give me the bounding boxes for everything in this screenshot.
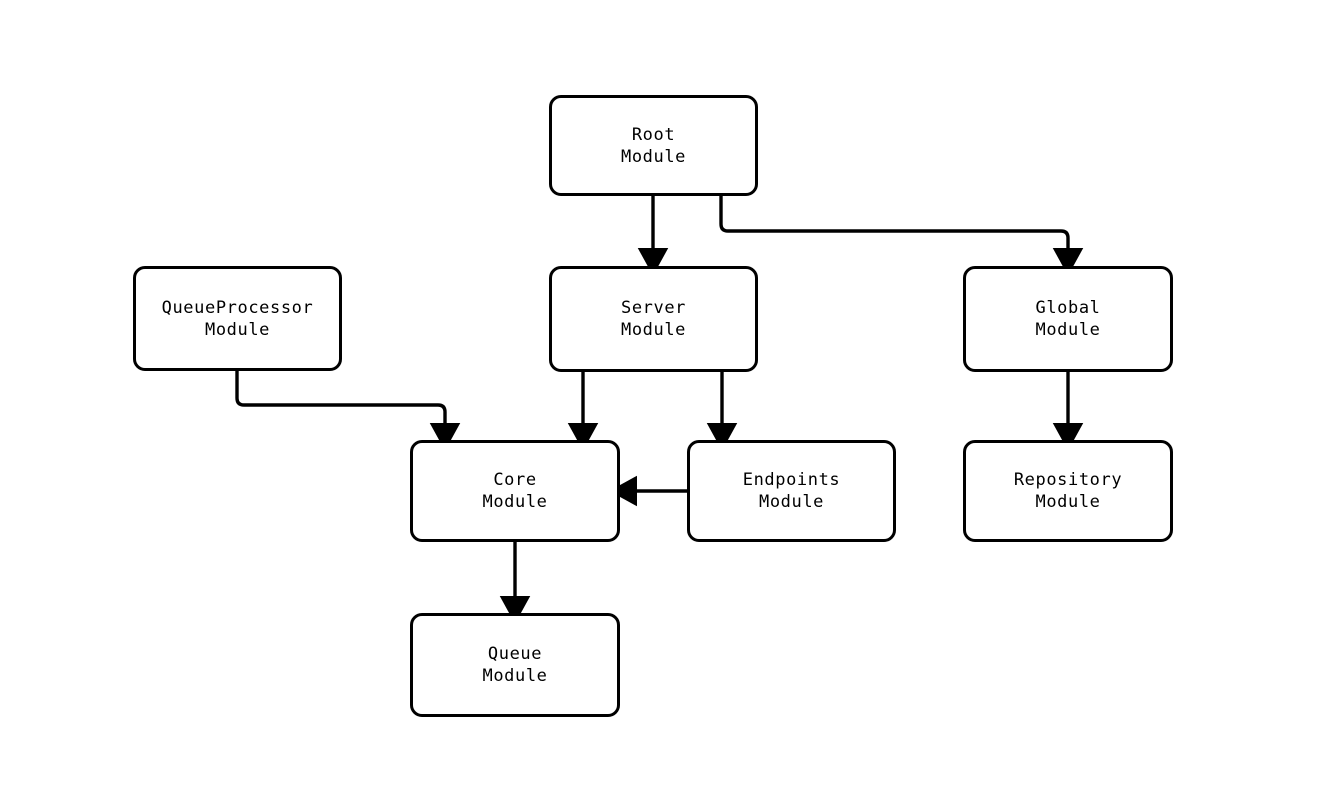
node-endpoints-module[interactable]: Endpoints Module xyxy=(687,440,896,542)
node-global-module-name: Global xyxy=(1035,298,1101,318)
node-server-module[interactable]: Server Module xyxy=(549,266,758,372)
node-repository-module-name: Repository xyxy=(1013,470,1123,490)
node-queueprocessor-module-name: QueueProcessor xyxy=(161,297,314,318)
node-root-module-name: Root xyxy=(631,124,676,145)
node-queue-module[interactable]: Queue Module xyxy=(410,613,620,717)
edge-root-to-global xyxy=(719,196,1084,276)
node-core-module-suffix: Module xyxy=(482,492,548,512)
edge-queueprocessor-to-core xyxy=(235,371,461,451)
node-root-module[interactable]: Root Module xyxy=(549,95,758,196)
node-endpoints-module-name: Endpoints xyxy=(742,470,841,490)
node-core-module[interactable]: Core Module xyxy=(410,440,620,542)
node-queueprocessor-module[interactable]: QueueProcessor Module xyxy=(133,266,342,371)
node-queue-module-suffix: Module xyxy=(482,666,548,686)
node-global-module-suffix: Module xyxy=(1035,320,1101,340)
node-endpoints-module-suffix: Module xyxy=(758,492,824,512)
node-queueprocessor-module-suffix: Module xyxy=(204,319,270,340)
node-server-module-name: Server xyxy=(620,298,686,318)
node-core-module-name: Core xyxy=(493,470,537,490)
node-global-module[interactable]: Global Module xyxy=(963,266,1173,372)
node-repository-module[interactable]: Repository Module xyxy=(963,440,1173,542)
node-repository-module-suffix: Module xyxy=(1035,492,1101,512)
node-server-module-suffix: Module xyxy=(620,320,686,340)
node-queue-module-name: Queue xyxy=(487,644,543,664)
node-root-module-suffix: Module xyxy=(620,146,686,167)
